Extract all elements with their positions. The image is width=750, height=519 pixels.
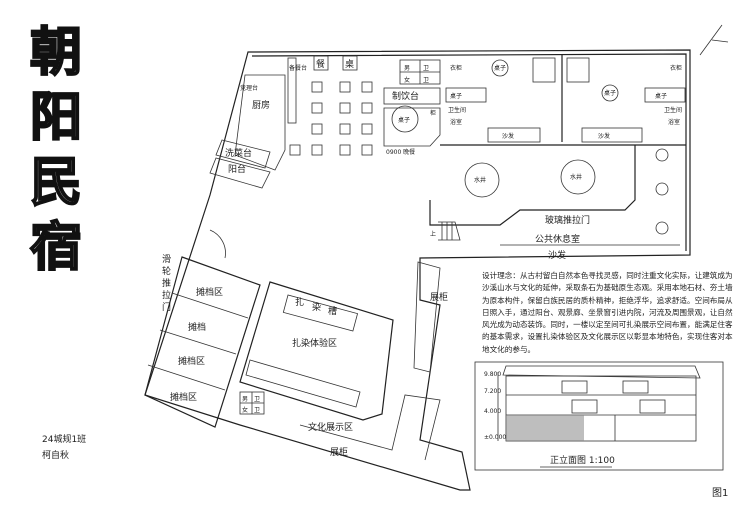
svg-text:推: 推	[162, 277, 171, 289]
svg-text:槽: 槽	[328, 305, 337, 317]
svg-text:沙发: 沙发	[502, 132, 514, 140]
svg-text:阳: 阳	[30, 87, 82, 148]
svg-text:男: 男	[404, 65, 410, 72]
svg-text:水井: 水井	[474, 176, 486, 184]
svg-text:阳台: 阳台	[228, 163, 246, 175]
front-elevation: 9.800 7.200 4.000 ±0.000 正立面图 1:100	[474, 361, 724, 471]
svg-text:民: 民	[30, 152, 82, 213]
guest-room-right: 桌子 沙发 桌子 衣柜 卫生间 浴室	[440, 57, 686, 146]
svg-text:轮: 轮	[162, 265, 171, 277]
svg-text:拉: 拉	[162, 289, 171, 301]
svg-text:浴室: 浴室	[450, 118, 462, 126]
svg-text:桌子: 桌子	[494, 64, 506, 72]
elevation-title: 正立面图 1:100	[550, 454, 615, 466]
svg-text:男: 男	[242, 396, 248, 403]
svg-text:桌子: 桌子	[398, 116, 410, 124]
stall-area: 摊档区 摊档 摊档区 摊档区	[144, 256, 261, 428]
svg-text:朝: 朝	[30, 22, 82, 83]
svg-text:玻璃推拉门: 玻璃推拉门	[545, 214, 590, 226]
outer-walls	[144, 49, 691, 491]
svg-text:制饮台: 制饮台	[392, 90, 419, 102]
svg-text:女: 女	[404, 76, 410, 84]
svg-text:卫生间: 卫生间	[448, 106, 466, 114]
author-info: 24城规1班 柯自秋	[42, 432, 86, 464]
svg-text:染: 染	[312, 301, 321, 313]
sliding-door: 滑 轮 推 拉 门	[162, 229, 226, 313]
svg-text:卫: 卫	[423, 77, 429, 84]
class-name: 24城规1班	[42, 435, 87, 445]
hotel-title: 朝 阳 民 宿	[29, 21, 83, 279]
courtyard: 水井 水井 玻璃推拉门 公共休息室 沙发 上	[429, 145, 680, 261]
svg-text:厨房: 厨房	[252, 99, 270, 111]
svg-text:桌: 桌	[345, 58, 354, 70]
svg-text:卫: 卫	[254, 407, 260, 414]
restroom-top: 男 卫 女 卫 制饮台 桌子 柜 0900 晚餐	[383, 59, 441, 156]
svg-text:衣柜: 衣柜	[670, 64, 682, 72]
kitchen: 厨房 竞理台 洗菜台 阳台 备餐台	[209, 57, 307, 189]
svg-text:卫: 卫	[254, 396, 260, 403]
svg-text:桌子: 桌子	[604, 89, 616, 97]
svg-text:洗菜台: 洗菜台	[225, 147, 252, 159]
svg-text:沙发: 沙发	[548, 249, 566, 261]
svg-text:0900 晚餐: 0900 晚餐	[386, 148, 415, 156]
svg-text:公共休息室: 公共休息室	[535, 233, 580, 245]
dining-area: 餐 桌	[289, 55, 373, 156]
svg-text:女: 女	[242, 406, 248, 414]
svg-text:摊档区: 摊档区	[178, 355, 205, 367]
svg-text:滑: 滑	[162, 254, 171, 265]
svg-text:摊档区: 摊档区	[196, 286, 223, 298]
svg-text:桌子: 桌子	[450, 92, 462, 100]
svg-text:展柜: 展柜	[430, 291, 448, 303]
guest-room-left: 衣柜 桌子 卫生间 浴室 桌子 沙发	[445, 54, 563, 143]
svg-text:竞理台: 竞理台	[240, 84, 258, 92]
svg-text:扎染体验区: 扎染体验区	[292, 337, 337, 349]
svg-text:4.000: 4.000	[484, 408, 501, 415]
svg-text:上: 上	[430, 230, 436, 238]
svg-text:±0.000: ±0.000	[484, 434, 506, 441]
svg-text:卫生间: 卫生间	[664, 106, 682, 114]
svg-text:餐: 餐	[316, 58, 325, 70]
svg-text:备餐台: 备餐台	[289, 64, 307, 72]
svg-text:卫: 卫	[423, 65, 429, 72]
north-arrow-icon	[699, 24, 729, 56]
svg-text:宿: 宿	[30, 217, 82, 278]
svg-text:文化展示区: 文化展示区	[308, 421, 353, 433]
author-name: 柯自秋	[42, 451, 70, 461]
svg-text:沙发: 沙发	[598, 132, 610, 140]
svg-text:衣柜: 衣柜	[450, 64, 462, 72]
svg-text:摊档: 摊档	[188, 321, 206, 333]
svg-text:门: 门	[162, 301, 171, 313]
svg-text:浴室: 浴室	[668, 118, 680, 126]
figure-label: 图1	[712, 488, 729, 499]
svg-text:摊档区: 摊档区	[170, 391, 197, 403]
svg-text:9.800: 9.800	[484, 371, 501, 378]
svg-text:扎: 扎	[295, 296, 304, 308]
dye-workshop: 扎 染 槽 扎染体验区 展柜	[239, 261, 448, 421]
svg-text:展柜: 展柜	[330, 446, 348, 458]
svg-text:7.200: 7.200	[484, 388, 501, 395]
design-concept-text: 设计理念：从古村留白自然本色寻找灵感，同时注重文化实际，让建筑成为沙溪山水与文化…	[482, 271, 733, 354]
svg-text:水井: 水井	[570, 173, 582, 181]
svg-text:桌子: 桌子	[655, 92, 667, 100]
culture-area: 男 卫 女 卫 文化展示区 展柜	[239, 391, 441, 461]
svg-text:柜: 柜	[430, 109, 436, 117]
